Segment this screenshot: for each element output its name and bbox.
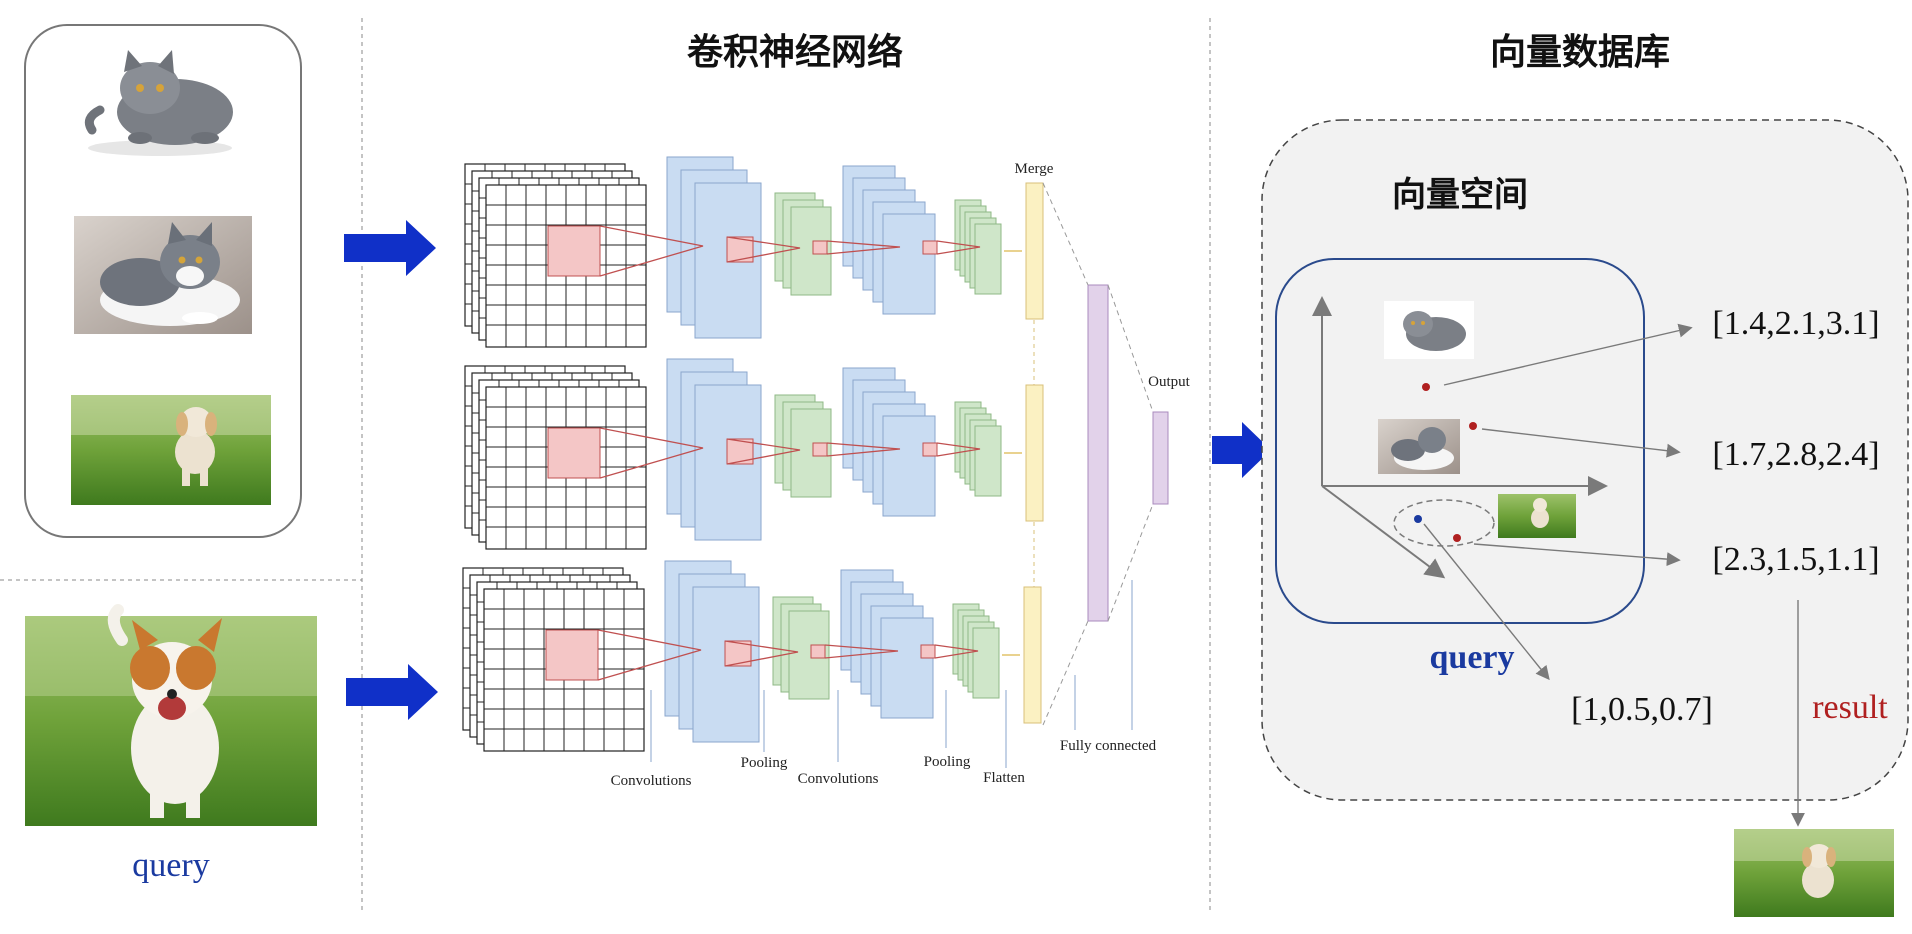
- point-query: [1414, 515, 1422, 523]
- thumb-cat-1: [1384, 301, 1474, 359]
- result-label: result: [1812, 689, 1888, 726]
- label-convolutions-1: Convolutions: [611, 773, 692, 789]
- arrow-query-to-cnn: [346, 664, 438, 720]
- vector-2: [1.7,2.8,2.4]: [1712, 436, 1879, 473]
- label-merge: Merge: [1015, 161, 1054, 177]
- vector-space-query-label: query: [1430, 639, 1515, 676]
- running-puppy-photo: [71, 395, 271, 505]
- vector-space-title: 向量空间: [1392, 175, 1528, 215]
- label-output: Output: [1148, 374, 1191, 390]
- thumb-puppy: [1498, 494, 1576, 538]
- cnn-branch-2: [464, 358, 1044, 550]
- label-pooling-2: Pooling: [924, 754, 971, 770]
- coordinate-axes: [1312, 296, 1608, 579]
- vector-3: [2.3,1.5,1.1]: [1712, 541, 1879, 578]
- point-puppy: [1453, 534, 1461, 542]
- fully-connected-layer: [1087, 284, 1109, 622]
- vector-db-title: 向量数据库: [1490, 32, 1670, 73]
- running-dog-query-photo: [25, 604, 317, 826]
- output-layer: [1152, 411, 1169, 505]
- thumb-cat-2: [1378, 419, 1460, 474]
- cnn-title: 卷积神经网络: [687, 31, 903, 73]
- arrow-cnn-to-vector-db: [1212, 422, 1271, 478]
- label-flatten: Flatten: [983, 770, 1025, 786]
- arrow-db-to-cnn: [344, 220, 436, 276]
- label-convolutions-2: Convolutions: [798, 771, 879, 787]
- point-cat-2: [1469, 422, 1477, 430]
- cnn-branch-1: [464, 156, 1044, 348]
- grey-cat-lying-photo: [84, 50, 233, 156]
- result-puppy-photo: [1734, 829, 1894, 917]
- vector-1: [1.4,2.1,3.1]: [1712, 305, 1879, 342]
- query-vector: [1,0.5,0.7]: [1571, 691, 1713, 728]
- label-pooling-1: Pooling: [741, 755, 788, 771]
- query-image-label: query: [132, 847, 209, 884]
- cnn-branch-3: [462, 560, 1042, 752]
- label-fully-connected: Fully connected: [1060, 738, 1157, 754]
- grey-white-cat-lying-photo: [74, 216, 252, 334]
- point-cat-1: [1422, 383, 1430, 391]
- neighborhood-ellipse: [1393, 499, 1495, 547]
